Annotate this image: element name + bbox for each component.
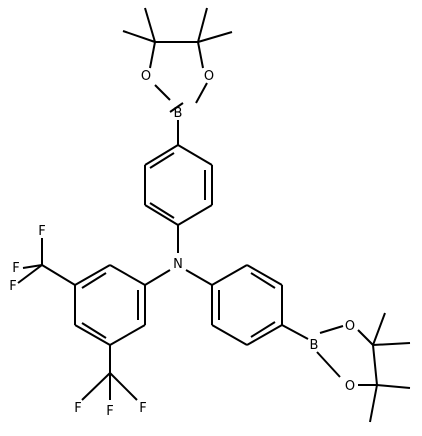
- atom-label-oxygen: O: [204, 69, 214, 84]
- atom-label-boron: B: [310, 338, 319, 353]
- bond: [81, 372, 111, 401]
- atom-label-fluorine: F: [106, 404, 113, 419]
- bond: [122, 30, 156, 43]
- bond: [197, 41, 204, 69]
- bond: [144, 144, 179, 166]
- bond: [197, 7, 208, 43]
- cf3-group-upper: [17, 238, 76, 286]
- bond: [197, 31, 233, 43]
- atom-label-fluorine: F: [74, 401, 81, 416]
- atom-label-fluorine: F: [38, 224, 45, 239]
- bond: [250, 321, 276, 338]
- atom-label-oxygen: O: [141, 69, 151, 84]
- bond: [211, 264, 248, 286]
- bond: [109, 264, 146, 286]
- right-pinacol-ring: [316, 312, 411, 423]
- top-pinacol-ring: [122, 7, 233, 113]
- bond: [22, 264, 43, 269]
- bond: [109, 324, 146, 346]
- bond: [372, 344, 378, 386]
- atom-label-fluorine: F: [12, 261, 19, 276]
- right-phenyl-ring: [211, 264, 283, 346]
- upper-phenyl-ring: [144, 144, 213, 226]
- bond: [177, 204, 213, 226]
- bond: [144, 7, 156, 43]
- bond: [149, 202, 175, 219]
- left-bis-cf3-phenyl-ring: [74, 264, 146, 346]
- bond: [41, 264, 76, 286]
- bond: [149, 41, 156, 69]
- bond: [109, 372, 138, 401]
- bond: [149, 152, 175, 169]
- bond: [74, 264, 111, 286]
- bond: [195, 82, 208, 104]
- bond: [154, 84, 171, 101]
- bond: [357, 329, 374, 346]
- bond: [81, 272, 107, 289]
- bond: [246, 264, 283, 286]
- atom-label-fluorine: F: [9, 279, 16, 294]
- bond: [281, 324, 309, 340]
- bond: [372, 312, 386, 346]
- bond: [169, 102, 184, 113]
- bond: [369, 384, 378, 423]
- atom-label-oxygen: O: [345, 379, 355, 394]
- bond: [81, 322, 107, 339]
- bond: [144, 204, 179, 226]
- atom-label-nitrogen: N: [173, 257, 183, 272]
- bond: [144, 269, 171, 286]
- bond: [250, 272, 276, 289]
- bond: [177, 144, 213, 166]
- atom-label-oxygen: O: [345, 319, 355, 334]
- bond: [185, 269, 213, 286]
- cf3-group-lower: [81, 345, 138, 401]
- bond: [319, 325, 344, 334]
- bond: [17, 264, 43, 284]
- bond: [316, 351, 341, 378]
- atom-label-fluorine: F: [139, 401, 146, 416]
- bond: [246, 324, 283, 346]
- bond: [211, 324, 248, 346]
- bond: [376, 384, 411, 389]
- atom-label-boron: B: [174, 106, 183, 121]
- bond: [372, 342, 411, 346]
- bond: [74, 324, 111, 346]
